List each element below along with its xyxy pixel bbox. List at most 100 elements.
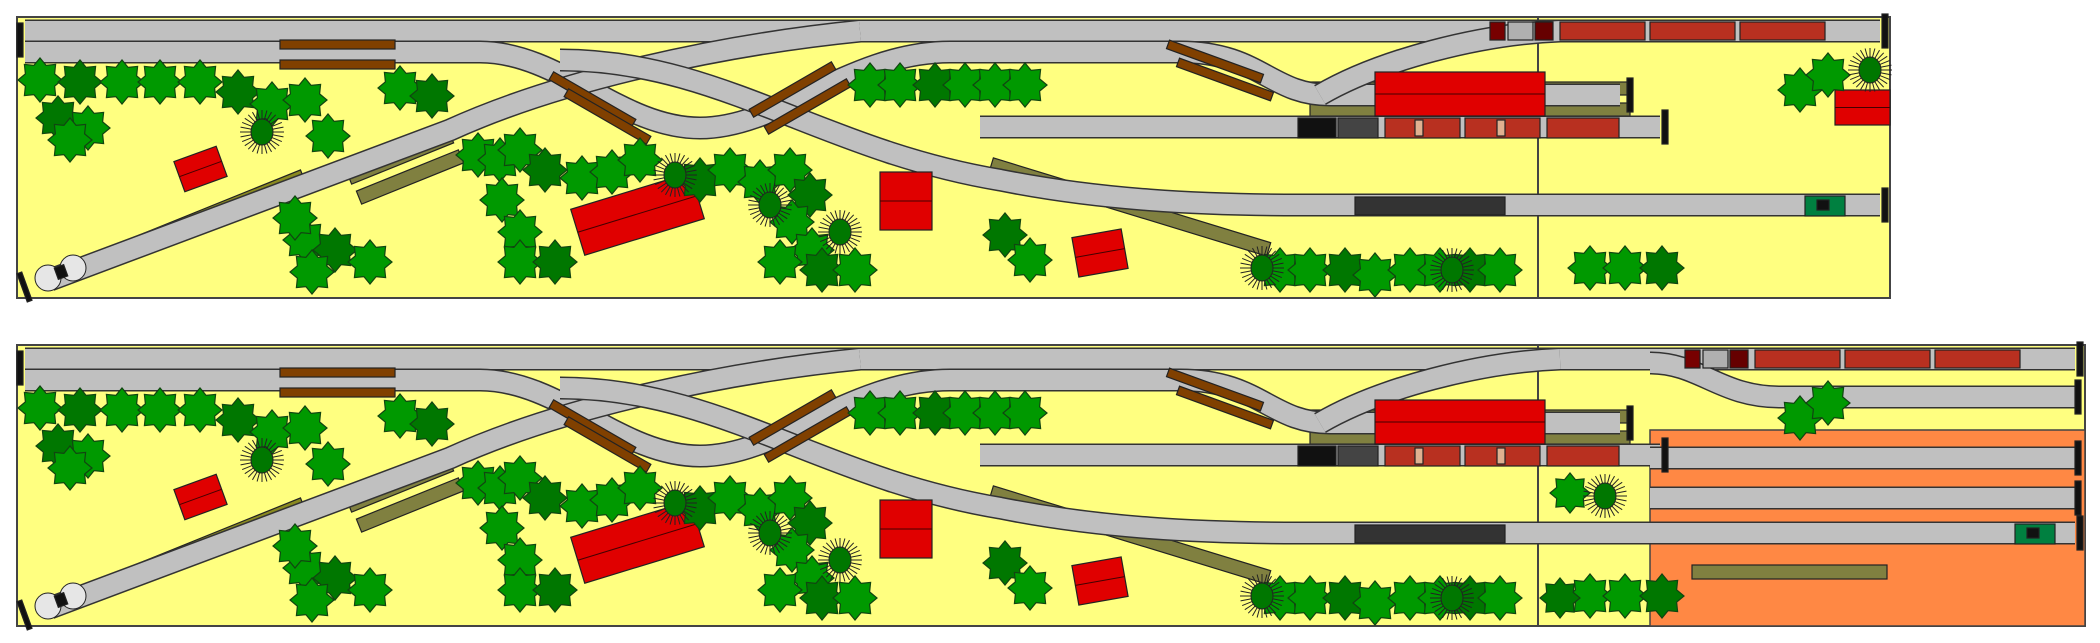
tree-icon [1287,247,1333,293]
bush-spike [830,570,837,581]
bush-spike [271,462,284,466]
bush-spike [818,562,831,566]
tree-icon [347,567,393,613]
bush-spike [1256,607,1261,618]
bush-spike [252,111,259,122]
bush-spike [1457,607,1467,616]
platform [1691,564,1888,580]
bush-spike [1263,574,1268,585]
bush-spike [244,445,255,453]
tree-icon [522,475,568,521]
coach [1354,196,1506,216]
bush-spike [240,134,253,138]
bush-spike [1265,278,1272,289]
tree-icon [377,393,423,439]
tree-icon [1007,237,1053,283]
bush-spike [1583,490,1596,494]
bush-spike [749,537,762,544]
bush-spike [1584,485,1597,492]
bush-spike [1610,505,1620,514]
tree-icon [912,390,958,436]
bush-spike [1459,255,1470,263]
tree-icon [1805,380,1851,426]
buffer-stop [2076,341,2084,377]
bush-spike [1587,481,1598,489]
bush-core [250,118,274,146]
bush-spike [775,542,785,551]
bush-spike [841,243,846,254]
bush-spike [819,236,832,243]
bush-spike [1247,605,1257,614]
bush-spike [657,510,668,518]
bush-spike [749,194,762,201]
bush-spike [1241,272,1254,279]
bush-spike [1271,270,1284,274]
tree-icon [282,405,328,451]
bush-spike [1460,587,1473,594]
tree-icon [1477,575,1523,621]
building-ridge [1075,248,1125,258]
bush-spike [825,542,835,551]
bush-spike [848,549,861,556]
bush-spike [1434,255,1445,263]
buffer-stop [1661,437,1669,473]
tree-icon [1567,245,1613,291]
wagon-door [1414,447,1424,465]
bush-spike [1455,249,1462,260]
bush-spike [830,242,837,253]
bush-spike [1459,277,1470,285]
bush-spike [834,243,839,254]
bush-spike [1267,250,1277,259]
bush-spike [678,154,685,165]
bush-spike [1437,279,1447,288]
buffer-stop [2074,480,2082,516]
bush-spike [684,505,697,509]
tree-icon [1002,62,1048,108]
bush-spike [834,210,839,221]
bush-spike [1434,605,1445,613]
tree-icon [1387,575,1433,621]
bush-spike [849,226,862,230]
tree-icon [1002,390,1048,436]
bush-spike [1848,72,1861,76]
bush-spike [1271,262,1284,266]
tree-icon [787,172,833,218]
bush-spike [1595,475,1602,486]
bush-spike [1608,475,1615,486]
tree-icon [847,62,893,108]
bush-spike [1240,590,1253,594]
tree-icon [1387,247,1433,293]
bush-spike [825,569,835,578]
bush-core [1250,582,1274,610]
tree-icon [847,390,893,436]
bush-spike [1612,481,1623,489]
tree-icon [522,147,568,193]
bush-spike [1453,248,1458,259]
bush-spike [1878,59,1891,66]
bush-core [828,218,852,246]
bush-spike [849,562,862,566]
wagon [1489,21,1506,41]
bush-icon [653,481,697,525]
tree-icon [177,387,223,433]
bush-spike [1583,498,1596,502]
bush-spike [240,462,253,466]
bush-spike [1612,503,1623,511]
bush-spike [653,505,666,509]
tree-icon [347,239,393,285]
bush-spike [1453,576,1458,587]
bush-spike [847,545,858,553]
bush-spike [1240,270,1253,274]
track [1314,349,1561,432]
tree-icon [1602,573,1648,619]
bush-spike [760,184,767,195]
buffer-stop [1881,187,1889,223]
bush-spike [777,190,788,198]
bush-core [250,446,274,474]
tree-icon [289,249,335,295]
bush-spike [752,518,763,526]
buffer-stop [16,271,33,303]
bush-spike [771,216,776,227]
bush-spike [1247,578,1257,587]
buffer-stop [2074,379,2082,415]
